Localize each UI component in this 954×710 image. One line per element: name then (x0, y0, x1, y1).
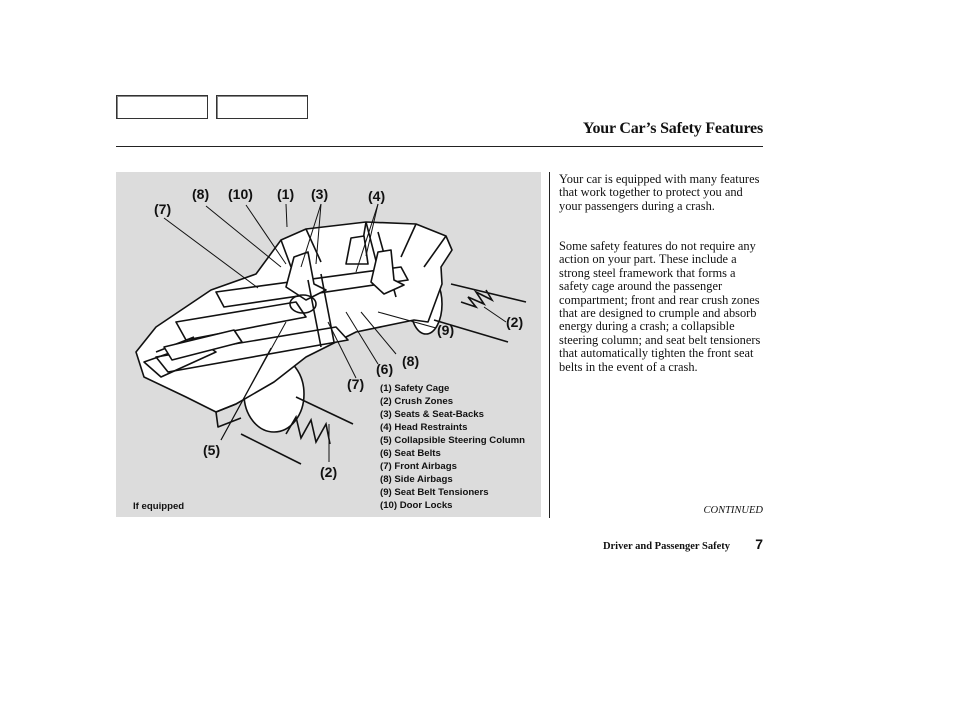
safety-features-figure: (7) (8) (10) (1) (3) (4) (2) (9) (8) (6)… (116, 172, 541, 517)
callout-8-mid: (8) (402, 353, 420, 369)
legend-item-front-airbags: (7) Front Airbags (380, 461, 457, 472)
callout-4: (4) (368, 188, 386, 204)
legend-item-safety-cage: (1) Safety Cage (380, 383, 450, 394)
callout-10: (10) (228, 186, 253, 202)
legend-item-steering-column: (5) Collapsible Steering Column (380, 435, 525, 446)
legend-item-belt-tensioners: (9) Seat Belt Tensioners (380, 487, 489, 498)
floor-crossmember (175, 301, 307, 341)
figure-legend: (1) Safety Cage (2) Crush Zones (3) Seat… (380, 382, 525, 512)
crush-zone-front-spring (285, 414, 331, 445)
page-title: Your Car’s Safety Features (582, 120, 763, 137)
callout-1: (1) (277, 186, 295, 202)
passenger-seat (370, 249, 405, 295)
legend-item-side-airbags: (8) Side Airbags (380, 474, 453, 485)
nav-main-menu-button[interactable] (116, 95, 208, 119)
legend-item-seats: (3) Seats & Seat-Backs (380, 409, 484, 420)
legend-item-head-restraints: (4) Head Restraints (380, 422, 468, 433)
rear-seat (345, 235, 369, 265)
callout-5: (5) (203, 442, 221, 458)
crush-zone-rear-spring (460, 289, 495, 309)
callout-9: (9) (437, 322, 455, 338)
lower-sill (155, 326, 349, 373)
callout-7-top: (7) (154, 201, 172, 217)
callout-8-top: (8) (192, 186, 210, 202)
trunk-floor (163, 329, 243, 361)
callout-2-right: (2) (506, 314, 524, 330)
callout-2-bottom: (2) (320, 464, 338, 480)
legend-item-crush-zones: (2) Crush Zones (380, 396, 454, 407)
front-seat (285, 251, 327, 301)
callout-6: (6) (376, 361, 394, 377)
car-cutaway-illustration (135, 203, 527, 465)
steering-wheel (289, 294, 317, 314)
features-paragraph: Some safety features do not require any … (559, 239, 761, 374)
callout-7-mid: (7) (347, 376, 365, 392)
page-number: 7 (755, 536, 763, 552)
intro-paragraph: Your car is equipped with many features … (559, 172, 760, 213)
figure-footnote: If equipped (133, 501, 185, 512)
title-divider (116, 146, 763, 147)
continued-label: CONTINUED (703, 505, 763, 516)
front-bumper (215, 403, 242, 428)
nav-index-button[interactable] (216, 95, 308, 119)
footer-section-title: Driver and Passenger Safety (602, 541, 730, 552)
legend-item-seat-belts: (6) Seat Belts (380, 448, 441, 459)
legend-item-door-locks: (10) Door Locks (380, 500, 453, 511)
column-divider (549, 172, 550, 518)
callout-3: (3) (311, 186, 329, 202)
